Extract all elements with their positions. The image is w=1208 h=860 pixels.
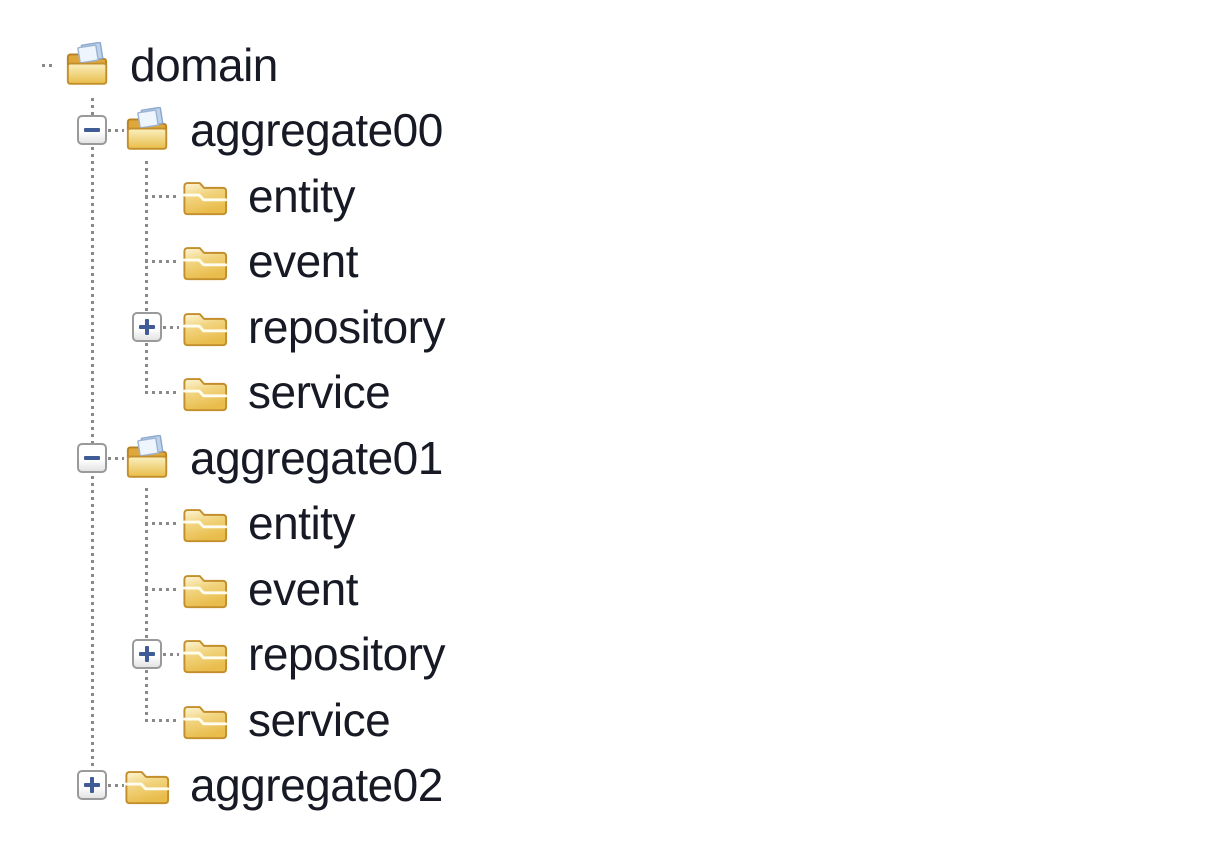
tree-node-label[interactable]: event <box>248 235 359 287</box>
tree-node-aggregate00-event: event <box>0 228 359 294</box>
connector-line <box>108 784 124 787</box>
tree-node-label[interactable]: repository <box>248 301 445 353</box>
tree-node-aggregate01-service: service <box>0 687 391 753</box>
tree-node-label[interactable]: event <box>248 563 359 615</box>
tree-node-aggregate00-entity: entity <box>0 163 355 229</box>
closed-folder-icon[interactable] <box>182 500 228 546</box>
connector-line <box>145 488 148 722</box>
open-folder-icon[interactable] <box>124 107 170 153</box>
connector-line <box>108 129 124 132</box>
tree-node-aggregate02: aggregate02 <box>0 752 443 818</box>
closed-folder-icon[interactable] <box>124 762 170 808</box>
tree-node-label[interactable]: repository <box>248 628 445 680</box>
tree-node-label[interactable]: service <box>248 366 391 418</box>
tree-node-aggregate00-repository: repository <box>0 294 445 360</box>
closed-folder-icon[interactable] <box>182 369 228 415</box>
collapse-button[interactable] <box>77 115 107 145</box>
connector-line <box>145 588 180 591</box>
tree-node-label[interactable]: aggregate02 <box>190 759 443 811</box>
tree-node-label[interactable]: aggregate01 <box>190 432 443 484</box>
tree-node-domain: domain <box>0 32 278 98</box>
connector-line <box>145 161 148 394</box>
connector-line <box>163 326 179 329</box>
closed-folder-icon[interactable] <box>182 697 228 743</box>
connector-line <box>91 98 94 770</box>
tree-node-label[interactable]: aggregate00 <box>190 104 443 156</box>
closed-folder-icon[interactable] <box>182 173 228 219</box>
plus-icon <box>145 319 149 335</box>
connector-line <box>108 457 124 460</box>
tree-node-aggregate01-event: event <box>0 556 359 622</box>
connector-line <box>42 64 56 67</box>
tree-node-label[interactable]: service <box>248 694 391 746</box>
connector-line <box>145 195 180 198</box>
tree-node-label[interactable]: entity <box>248 497 355 549</box>
tree-node-aggregate00: aggregate00 <box>0 97 443 163</box>
open-folder-icon[interactable] <box>64 42 110 88</box>
tree-node-aggregate01-repository: repository <box>0 621 445 687</box>
collapse-button[interactable] <box>77 443 107 473</box>
open-folder-icon[interactable] <box>124 435 170 481</box>
expand-button[interactable] <box>77 770 107 800</box>
connector-line <box>145 260 180 263</box>
closed-folder-icon[interactable] <box>182 304 228 350</box>
closed-folder-icon[interactable] <box>182 631 228 677</box>
tree-node-aggregate01: aggregate01 <box>0 425 443 491</box>
closed-folder-icon[interactable] <box>182 566 228 612</box>
closed-folder-icon[interactable] <box>182 238 228 284</box>
plus-icon <box>145 646 149 662</box>
expand-button[interactable] <box>132 312 162 342</box>
connector-line <box>163 653 179 656</box>
tree-node-label[interactable]: domain <box>130 39 278 91</box>
connector-line <box>145 719 180 722</box>
connector-line <box>145 522 180 525</box>
tree-node-aggregate01-entity: entity <box>0 490 355 556</box>
tree-node-label[interactable]: entity <box>248 170 355 222</box>
plus-icon <box>90 777 94 793</box>
connector-line <box>145 391 180 394</box>
minus-icon <box>84 456 100 460</box>
minus-icon <box>84 128 100 132</box>
tree-node-aggregate00-service: service <box>0 359 391 425</box>
expand-button[interactable] <box>132 639 162 669</box>
